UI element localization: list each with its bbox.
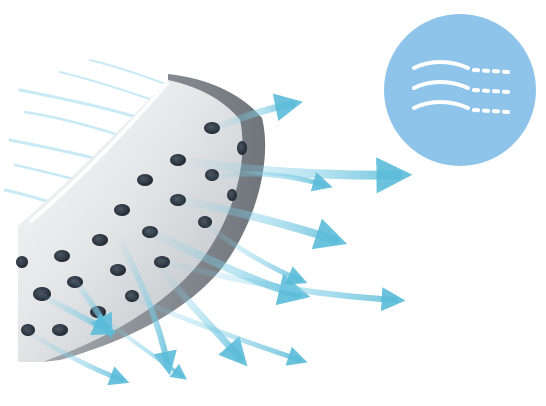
airflow-arrow	[211, 93, 303, 132]
airflow-arrow	[25, 329, 130, 386]
panel-edge	[42, 74, 266, 362]
airflow-arrow	[162, 259, 406, 312]
perforation-hole	[227, 189, 237, 201]
perforation-hole	[114, 204, 130, 216]
perforation-hole	[170, 154, 186, 166]
airflow-arrow	[127, 293, 308, 366]
airflow-arrow	[117, 237, 177, 376]
airflow-arrow	[176, 196, 348, 250]
outgoing-airflow-arrows	[25, 93, 413, 386]
airflow-arrow	[96, 312, 188, 380]
perforation-hole	[52, 324, 68, 336]
air-wave-icon	[412, 60, 510, 114]
perforation-hole	[110, 264, 126, 276]
airflow-arrow	[39, 293, 117, 336]
airflow-arrow	[207, 171, 333, 192]
perforation-hole	[92, 234, 108, 246]
perforation-hole	[54, 250, 70, 262]
air-wave-badge	[384, 14, 536, 166]
airflow-arrow	[185, 157, 413, 194]
perforation-hole	[137, 174, 153, 186]
panel-face	[18, 80, 243, 362]
airflow-arrow	[158, 266, 248, 367]
badge-circle	[384, 14, 536, 166]
perforation-hole	[16, 256, 28, 268]
panel-highlight	[28, 80, 170, 224]
perforation-hole	[237, 141, 247, 155]
